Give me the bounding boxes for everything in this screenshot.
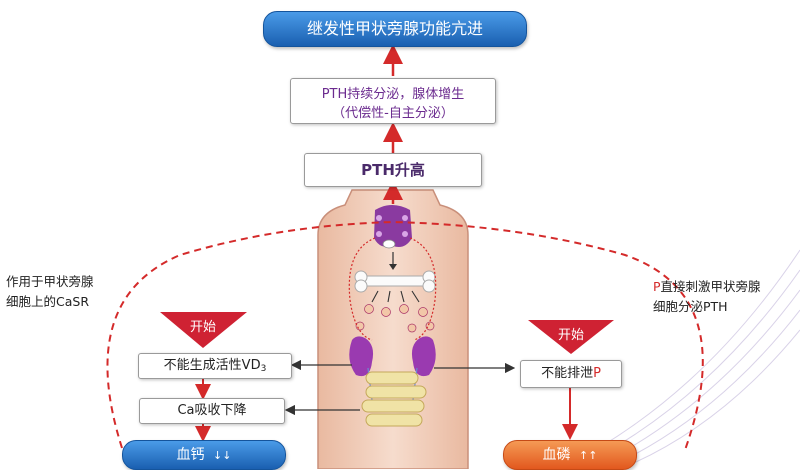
- pth-secretion-box: PTH持续分泌，腺体增生 （代偿性-自主分泌）: [290, 78, 496, 124]
- ca-absorption-box: Ca吸收下降: [139, 398, 285, 424]
- blood-phosphorus-arrows: ↑↑: [579, 449, 598, 462]
- pth-secretion-line2: （代偿性-自主分泌）: [332, 106, 454, 121]
- start-triangle-right: [528, 320, 614, 354]
- p-excretion-text: 不能排泄: [541, 366, 594, 381]
- left-note-line1: 作用于甲状旁腺: [6, 274, 94, 289]
- p-excretion-suffix: P: [593, 366, 601, 381]
- calcium-ions-icon: [355, 304, 435, 333]
- title-text: 继发性甲状旁腺功能亢进: [306, 19, 483, 38]
- thyroid-gland-icon: [374, 205, 412, 249]
- vd3-box: 不能生成活性VD3: [138, 353, 292, 379]
- right-note-line1: 直接刺激甲状旁腺: [660, 279, 761, 294]
- left-note-line2: 细胞上的CaSR: [6, 294, 90, 309]
- blood-calcium-text: 血钙: [176, 447, 205, 463]
- blood-calcium-pill: 血钙 ↓↓: [122, 440, 286, 470]
- start-triangle-left: [160, 312, 247, 348]
- blood-phosphorus-pill: 血磷 ↑↑: [503, 440, 637, 470]
- p-excretion-box: 不能排泄P: [520, 360, 622, 388]
- intestine-icon: [361, 371, 427, 427]
- pth-rise-text: PTH升高: [361, 161, 425, 179]
- left-note: 作用于甲状旁腺 细胞上的CaSR: [6, 272, 94, 312]
- kidney-icon: [349, 336, 436, 401]
- vd3-subscript: 3: [260, 364, 267, 374]
- blood-phosphorus-text: 血磷: [542, 447, 571, 463]
- ca-absorption-text: Ca吸收下降: [177, 403, 247, 418]
- pth-rise-box: PTH升高: [304, 153, 482, 187]
- right-note: P直接刺激甲状旁腺 细胞分泌PTH: [653, 277, 761, 317]
- bone-icon: [354, 270, 436, 293]
- title-pill: 继发性甲状旁腺功能亢进: [263, 11, 527, 47]
- right-note-prefix: P: [653, 279, 661, 294]
- pth-secretion-line1: PTH持续分泌，腺体增生: [321, 87, 465, 102]
- vd3-text: 不能生成活性VD: [163, 358, 261, 373]
- right-note-line2: 细胞分泌PTH: [653, 299, 728, 314]
- start-label-left: 开始: [189, 320, 216, 335]
- blood-calcium-arrows: ↓↓: [213, 449, 232, 462]
- start-label-right: 开始: [557, 328, 584, 343]
